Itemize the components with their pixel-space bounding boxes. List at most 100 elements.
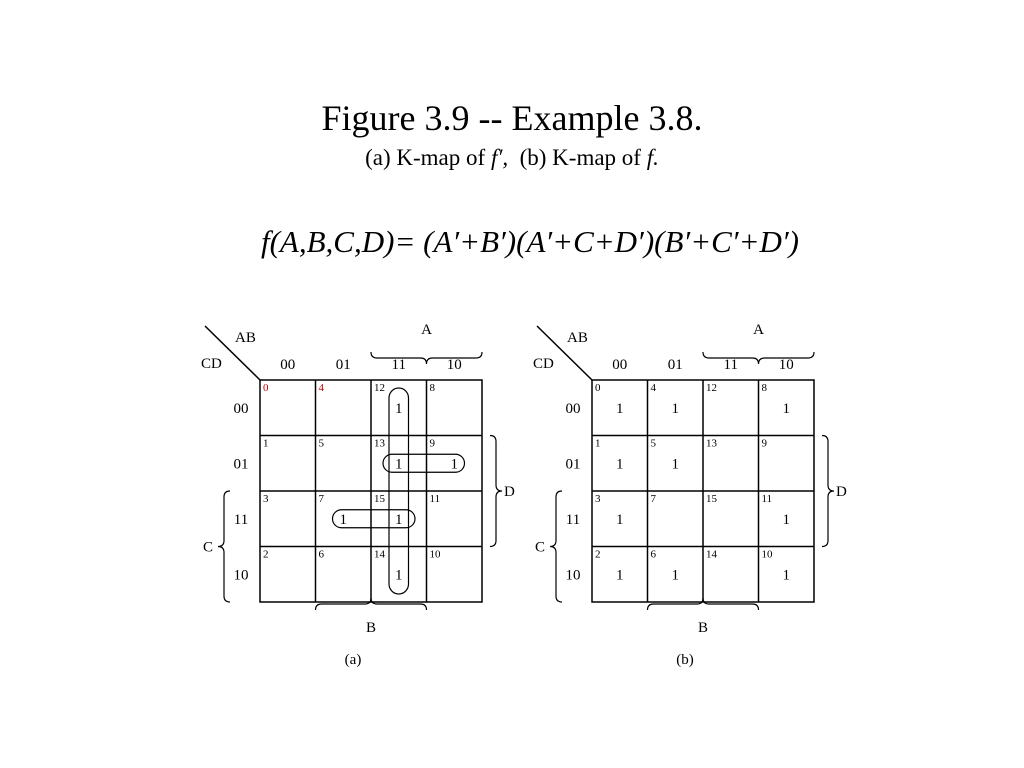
brace-a-label: A: [753, 322, 764, 338]
cell-one-value: 1: [616, 512, 624, 528]
brace-c-label: C: [203, 540, 213, 556]
subtitle-b-prefix: (b) K-map of: [519, 145, 647, 170]
brace-a-label: A: [421, 322, 432, 338]
col-code-label: 00: [280, 357, 295, 373]
cell-index-label: 0: [595, 382, 601, 394]
col-code-label: 10: [447, 357, 462, 373]
cell-index-label: 13: [374, 438, 386, 450]
cell-one-value: 1: [616, 401, 624, 417]
cell-index-label: 7: [319, 493, 325, 505]
cell-index-label: 12: [706, 382, 717, 394]
cell-index-label: 12: [374, 382, 385, 394]
cell-index-label: 15: [374, 493, 386, 505]
cell-index-label: 7: [651, 493, 657, 505]
row-code-label: 01: [234, 456, 249, 472]
row-code-label: 11: [234, 512, 248, 528]
corner-diagonal-line: [536, 325, 593, 381]
corner-row-label: CD: [533, 356, 554, 372]
cell-index-label: 14: [706, 549, 718, 561]
cell-index-label: 0: [263, 382, 269, 394]
cell-index-label: 4: [319, 382, 325, 394]
corner-col-label: AB: [235, 330, 256, 346]
cell-index-label: 3: [595, 493, 601, 505]
col-code-label: 11: [724, 357, 738, 373]
figure-subtitle: (a) K-map of f′, (b) K-map of f.: [0, 144, 1024, 172]
cell-one-value: 1: [783, 567, 791, 583]
cell-index-label: 4: [651, 382, 657, 394]
col-code-label: 01: [336, 357, 351, 373]
group-loop-vertical: [388, 387, 410, 595]
col-code-label: 11: [392, 357, 406, 373]
brace-d: [821, 434, 835, 548]
row-code-label: 01: [566, 456, 581, 472]
cell-index-label: 5: [319, 438, 325, 450]
cell-index-label: 10: [430, 549, 442, 561]
cell-one-value: 1: [340, 512, 348, 528]
brace-b: [646, 597, 760, 611]
cell-index-label: 8: [430, 382, 436, 394]
cell-one-value: 1: [672, 401, 680, 417]
cell-index-label: 5: [651, 438, 657, 450]
cell-index-label: 13: [706, 438, 718, 450]
brace-c: [217, 490, 231, 603]
row-code-label: 10: [566, 567, 581, 583]
cell-index-label: 15: [706, 493, 718, 505]
cell-index-label: 9: [430, 438, 436, 450]
col-code-label: 10: [779, 357, 794, 373]
boolean-equation: f(A,B,C,D)= (A′+B′)(A′+C+D′)(B′+C′+D′): [261, 224, 799, 259]
brace-a: [702, 351, 815, 365]
cell-index-label: 14: [374, 549, 386, 561]
cell-index-label: 10: [762, 549, 774, 561]
cell-index-label: 3: [263, 493, 269, 505]
corner-col-label: AB: [567, 330, 588, 346]
group-loop-row01: [382, 453, 466, 473]
cell-one-value: 1: [783, 401, 791, 417]
cell-index-label: 11: [430, 493, 441, 505]
kmap-caption: (b): [676, 652, 694, 668]
cell-one-value: 1: [395, 456, 403, 472]
cell-one-value: 1: [783, 512, 791, 528]
cell-one-value: 1: [451, 456, 459, 472]
cell-one-value: 1: [672, 567, 680, 583]
brace-a: [370, 351, 483, 365]
cell-one-value: 1: [616, 456, 624, 472]
row-code-label: 11: [566, 512, 580, 528]
brace-b-label: B: [366, 620, 376, 636]
cell-index-label: 9: [762, 438, 768, 450]
brace-d: [489, 434, 503, 548]
subtitle-a-var: f′,: [490, 145, 509, 170]
subtitle-a-prefix: (a) K-map of: [365, 145, 491, 170]
brace-c: [549, 490, 563, 603]
subtitle-b-var: f.: [646, 145, 659, 170]
row-code-label: 10: [234, 567, 249, 583]
corner-row-label: CD: [201, 356, 222, 372]
cell-index-label: 2: [595, 549, 601, 561]
figure-title: Figure 3.9 -- Example 3.8.: [321, 98, 703, 138]
cell-index-label: 1: [263, 438, 269, 450]
brace-d-label: D: [504, 484, 515, 500]
cell-one-value: 1: [395, 567, 403, 583]
cell-one-value: 1: [616, 567, 624, 583]
brace-b: [314, 597, 428, 611]
brace-b-label: B: [698, 620, 708, 636]
cell-one-value: 1: [395, 401, 403, 417]
brace-c-label: C: [535, 540, 545, 556]
cell-one-value: 1: [672, 456, 680, 472]
row-code-label: 00: [234, 401, 249, 417]
cell-index-label: 11: [762, 493, 773, 505]
brace-d-label: D: [836, 484, 847, 500]
group-loop-row11: [331, 509, 416, 529]
cell-index-label: 6: [651, 549, 657, 561]
corner-diagonal-line: [204, 325, 261, 381]
row-code-label: 00: [566, 401, 581, 417]
cell-one-value: 1: [395, 512, 403, 528]
col-code-label: 01: [668, 357, 683, 373]
cell-index-label: 1: [595, 438, 601, 450]
cell-index-label: 2: [263, 549, 269, 561]
kmap-caption: (a): [345, 652, 362, 668]
cell-index-label: 8: [762, 382, 768, 394]
